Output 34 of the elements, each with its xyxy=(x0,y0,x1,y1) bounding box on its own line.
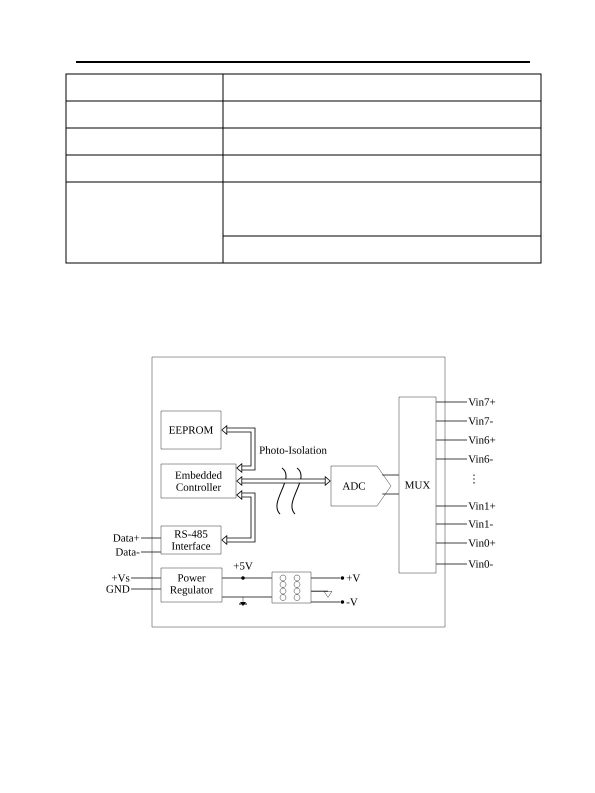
block-box: Embedded Controller xyxy=(160,464,236,498)
ellipsis-mark: ⋮ xyxy=(473,474,475,484)
terminal-label: GND xyxy=(106,585,130,593)
ground-symbol xyxy=(324,591,332,598)
terminal-label: -V xyxy=(340,598,358,606)
isolation-label: Photo-Isolation xyxy=(259,446,327,454)
terminal-label: Vin0+ xyxy=(468,539,496,547)
connector-line xyxy=(436,420,468,422)
block-box: RS-485 Interface xyxy=(160,526,222,554)
terminal-label: Data+ xyxy=(113,534,140,542)
connector-line xyxy=(436,542,468,544)
terminal-label: Data- xyxy=(116,548,140,556)
voltage-label: +5V xyxy=(234,562,253,570)
mux-block: MUX xyxy=(398,396,436,574)
terminal-label: Vin6+ xyxy=(468,436,496,444)
terminal-label: +Vs xyxy=(112,574,130,582)
terminal-label: Vin7- xyxy=(468,417,493,425)
terminal-label: +V xyxy=(340,574,360,582)
connector-line xyxy=(130,588,162,590)
terminal-label: Vin1- xyxy=(468,520,493,528)
transformer-box xyxy=(272,572,312,604)
connector-line xyxy=(382,474,400,476)
bus-arrow xyxy=(236,476,331,486)
block-box: Power Regulator xyxy=(160,568,222,602)
adc-block: ADC xyxy=(330,466,392,506)
terminal-label: Vin0- xyxy=(468,560,493,568)
terminal-label: Vin1+ xyxy=(468,502,496,510)
terminal-label: Vin6- xyxy=(468,455,493,463)
module-box xyxy=(152,356,446,628)
connector-line xyxy=(310,590,328,592)
terminal-label: Vin7+ xyxy=(468,398,496,406)
connector-line xyxy=(222,596,272,598)
connector-line xyxy=(436,458,468,460)
block-box: EEPROM xyxy=(160,410,222,450)
